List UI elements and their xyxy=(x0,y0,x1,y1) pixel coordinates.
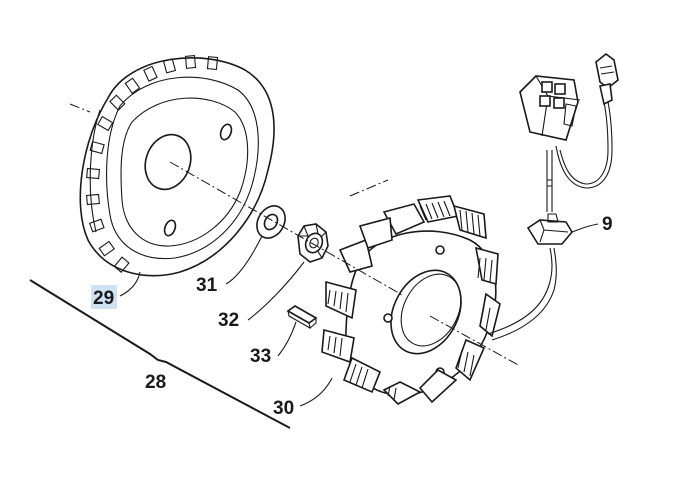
flywheel-part[interactable] xyxy=(79,54,275,277)
nut-part[interactable] xyxy=(297,223,329,263)
label-key[interactable]: 33 xyxy=(250,346,271,367)
label-nut[interactable]: 32 xyxy=(218,310,239,331)
label-stator[interactable]: 30 xyxy=(273,398,294,419)
key-part[interactable] xyxy=(286,305,318,330)
small-connector[interactable] xyxy=(595,52,619,106)
main-connector[interactable] xyxy=(519,75,581,141)
center-axis-lines xyxy=(69,103,521,367)
label-flywheel[interactable]: 29 xyxy=(93,288,114,309)
label-assembly[interactable]: 28 xyxy=(145,372,166,393)
wire-harness xyxy=(546,101,613,212)
assembly-bracket xyxy=(29,279,291,429)
callout-labels: 29 28 31 32 33 30 9 xyxy=(91,214,613,419)
washer-part[interactable] xyxy=(251,201,291,243)
label-washer[interactable]: 31 xyxy=(196,275,218,296)
label-29-highlight xyxy=(91,285,117,309)
grommet-part[interactable] xyxy=(526,213,573,245)
stator-part[interactable] xyxy=(321,195,557,405)
leader-lines xyxy=(119,223,599,407)
label-grommet[interactable]: 9 xyxy=(602,214,613,235)
